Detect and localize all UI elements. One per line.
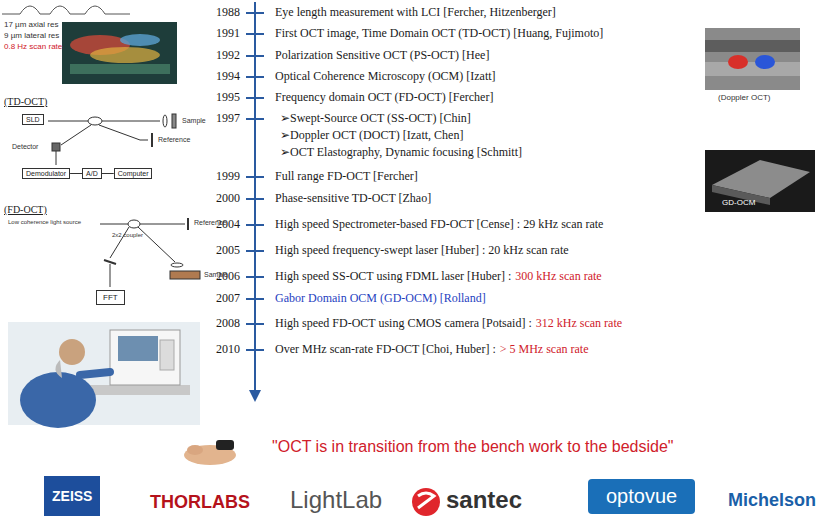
milestone-text: High speed frequency-swept laser [Huber]…: [275, 244, 569, 258]
quote-text: "OCT is in transition from the bench wor…: [272, 438, 673, 456]
milestone-text: ➢Swept-Source OCT (SS-OCT) [Chin]: [280, 112, 471, 126]
node-text: SLD: [26, 116, 40, 123]
node-text: optovue: [606, 485, 677, 508]
milestone-text: Optical Coherence Microscopy (OCM) [Izat…: [275, 70, 496, 84]
spec-note: 9 µm lateral res: [4, 31, 59, 40]
scan-rate-highlight: 312 kHz scan rate: [536, 317, 622, 331]
light-source-box: SLD: [22, 114, 44, 125]
node-text: FFT: [103, 293, 118, 302]
doppler-oct-image: [705, 28, 800, 90]
timeline-year: 2000: [200, 192, 240, 206]
brand-logo: santec: [446, 486, 522, 514]
spec-note: 17 µm axial res: [4, 20, 58, 29]
milestone-text: Polarization Sensitive OCT (PS-OCT) [Hee…: [275, 49, 489, 63]
schematic-label: 2x2 coupler: [112, 232, 143, 239]
image-caption: GD-OCM: [722, 198, 755, 207]
module-box: A/D: [82, 168, 102, 179]
schematic-label: Sample: [182, 117, 206, 125]
timeline-ticks: [246, 13, 264, 350]
signal-wire: [70, 173, 82, 174]
brand-logo: LightLab: [290, 486, 382, 514]
spec-note: 0.8 Hz scan rate: [4, 42, 62, 51]
milestone-text: Frequency domain OCT (FD-OCT) [Fercher]: [275, 91, 493, 105]
fft-box: FFT: [96, 290, 125, 305]
milestone-text: ➢Doppler OCT (DOCT) [Izatt, Chen]: [280, 129, 463, 143]
brand-logo: THORLABS: [150, 492, 250, 513]
scan-rate-highlight: 300 kHz scan rate: [515, 270, 601, 284]
timeline-year: 2008: [200, 317, 240, 331]
milestone-text: Phase-sensitive TD-OCT [Zhao]: [275, 192, 431, 206]
node-text: Demodulator: [26, 170, 66, 177]
timeline-axis: [254, 2, 256, 392]
milestone-text: ➢OCT Elastography, Dynamic focusing [Sch…: [280, 146, 522, 160]
schematic-label: Low coherence light source: [8, 219, 81, 226]
santec-icon-mark: [418, 493, 434, 508]
scan-rate-highlight: > 5 MHz scan rate: [500, 343, 589, 357]
section-label: (FD-OCT): [4, 204, 47, 216]
td-oct-schematic: [48, 114, 176, 165]
milestone-text: First OCT image, Time Domain OCT (TD-OCT…: [275, 27, 603, 41]
clinical-oct-photo: [8, 322, 200, 428]
timeline-year: 1991: [200, 27, 240, 41]
module-box: Computer: [114, 168, 153, 179]
schematic-label: Detector: [12, 143, 38, 151]
schematic-label: Reference: [194, 219, 226, 227]
optovue-logo: optovue: [588, 479, 695, 514]
timeline-year: 1999: [200, 170, 240, 184]
first-oct-image: [62, 22, 177, 84]
schematic-label: Sample: [204, 271, 228, 279]
milestone-text: Over MHz scan-rate FD-OCT [Choi, Huber] …: [275, 343, 496, 357]
timeline-year: 2007: [200, 292, 240, 306]
milestone-text: High speed SS-OCT using FDML laser [Hube…: [275, 270, 511, 284]
section-label: (TD-OCT): [4, 96, 47, 108]
milestone-text: Gabor Domain OCM (GD-OCM) [Rolland]: [275, 292, 486, 306]
timeline-year: 1992: [200, 49, 240, 63]
node-text: Computer: [118, 170, 149, 177]
schematic-label: Reference: [158, 136, 190, 144]
timeline-year: 1997: [200, 112, 240, 126]
milestone-text: High speed FD-OCT using CMOS camera [Pot…: [275, 317, 532, 331]
timeline-year: 1988: [200, 6, 240, 20]
image-caption: (Doppler OCT): [718, 93, 770, 102]
handheld-probe: [184, 440, 236, 465]
timeline-year: 1994: [200, 70, 240, 84]
timeline-year: 2010: [200, 343, 240, 357]
milestone-text: Eye length measurement with LCI [Fercher…: [275, 6, 556, 20]
interferogram-wave: [2, 6, 130, 14]
signal-wire: [102, 173, 114, 174]
zeiss-logo: ZEISS: [44, 476, 100, 516]
timeline-year: 1995: [200, 91, 240, 105]
santec-icon: [412, 488, 440, 516]
fd-oct-schematic: [100, 218, 200, 287]
timeline-arrow: [249, 390, 261, 402]
milestone-text: Full range FD-OCT [Fercher]: [275, 170, 418, 184]
milestone-text: High speed Spectrometer-based FD-OCT [Ce…: [275, 218, 603, 232]
module-box: Demodulator: [22, 168, 70, 179]
node-text: ZEISS: [52, 488, 92, 504]
brand-logo: Michelson: [728, 490, 816, 511]
timeline-year: 2005: [200, 244, 240, 258]
gd-ocm-image: [705, 150, 815, 212]
node-text: A/D: [86, 170, 98, 177]
